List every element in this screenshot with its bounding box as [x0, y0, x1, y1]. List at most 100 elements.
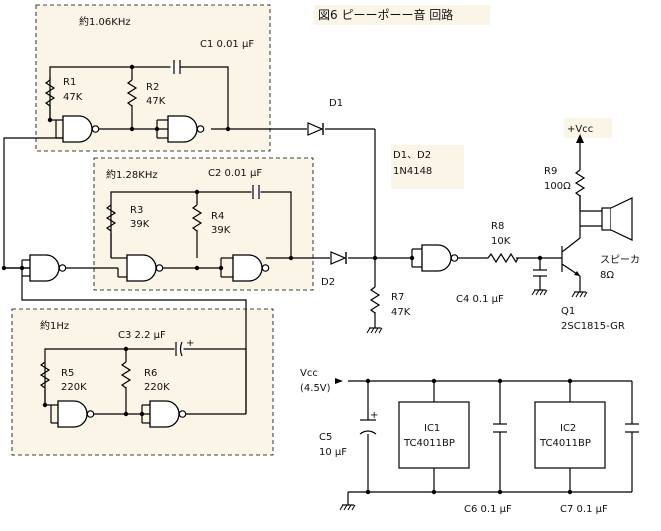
ic1-box	[398, 401, 470, 469]
r7-value: 47K	[391, 307, 411, 318]
junction	[19, 265, 25, 271]
c2-label: C2 0.01 μF	[208, 168, 262, 179]
ground-symbol	[339, 504, 356, 511]
diagram-title: 図6 ピーーポーー音 回路	[318, 7, 453, 22]
diode-d1-symbol	[307, 122, 324, 136]
r5-value: 220K	[61, 382, 87, 393]
ic1-label: IC1	[424, 423, 440, 434]
r2-value: 47K	[146, 96, 166, 107]
q1-label: Q1	[561, 306, 575, 317]
d2-label: D2	[321, 277, 335, 288]
r7-label: R7	[391, 292, 404, 303]
vcc-in-arrow	[335, 378, 343, 384]
junction	[129, 64, 135, 70]
c3-label: C3 2.2 μF	[118, 330, 166, 341]
r9-resistor	[575, 169, 585, 197]
r8-label: R8	[491, 221, 504, 232]
nand-bubble	[58, 264, 67, 272]
r9-label: R9	[544, 166, 557, 177]
junction	[372, 255, 378, 261]
ground-symbol	[571, 291, 588, 298]
diodes-value: 1N4148	[393, 166, 432, 177]
r6-value: 220K	[144, 382, 170, 393]
r1-label: R1	[63, 77, 76, 88]
r3-value: 39K	[130, 219, 150, 230]
block2-freq: 約1.28KHz	[106, 168, 158, 181]
d1-label: D1	[329, 98, 343, 109]
diodes-name: D1、D2	[393, 150, 431, 161]
oscillator-block-3	[11, 308, 274, 456]
vcc-voltage: (4.5V)	[300, 383, 331, 394]
nand-gate-buffer	[421, 244, 459, 272]
speaker-label: スピーカ	[600, 254, 640, 266]
junction	[218, 265, 224, 271]
ground-symbol	[531, 289, 548, 296]
r4-label: R4	[211, 211, 224, 222]
block3-freq: 約1Hz	[40, 319, 69, 332]
r8-value: 10K	[491, 236, 511, 247]
vcc-label-bg	[564, 118, 612, 138]
output-wiring	[411, 143, 602, 292]
r4-value: 39K	[211, 225, 231, 236]
speaker-cone	[610, 197, 633, 241]
block1-freq: 約1.06KHz	[79, 15, 131, 28]
vcc-arrow	[576, 134, 584, 143]
r3-label: R3	[130, 205, 143, 216]
ground-symbol	[366, 327, 383, 334]
r6-label: R6	[144, 368, 157, 379]
r1-value: 47K	[63, 92, 83, 103]
r7-resistor	[370, 286, 380, 314]
c3-plate-b	[179, 341, 183, 357]
diode-note-bg	[391, 145, 464, 189]
c7-label: C7 0.1 μF	[560, 504, 608, 515]
c4-label: C4 0.1 μF	[456, 294, 504, 305]
title-bg	[314, 5, 490, 25]
ic1-value: TC4011BP	[403, 438, 455, 449]
q1-value: 2SC1815-GR	[561, 321, 625, 332]
vcc-label: Vcc	[300, 368, 318, 379]
junction	[537, 255, 543, 261]
speaker-impedance: 8Ω	[600, 270, 614, 281]
vcc-top-label: +Vcc	[567, 124, 593, 135]
junction	[365, 378, 371, 384]
junction	[567, 378, 573, 384]
ic2-label: IC2	[560, 423, 576, 434]
ic2-value: TC4011BP	[539, 438, 591, 449]
c1-label: C1 0.01 μF	[200, 39, 254, 50]
c5-value: 10 μF	[319, 447, 347, 458]
junction	[288, 255, 294, 261]
junction	[154, 126, 160, 132]
q1-emitter-arrow	[574, 271, 580, 276]
r8-resistor	[487, 252, 519, 264]
power-rails	[347, 380, 633, 505]
c5-label: C5	[319, 432, 332, 443]
r2-label: R2	[146, 82, 159, 93]
junction	[1, 265, 7, 271]
junction	[497, 489, 503, 495]
c5-plate-b	[359, 430, 377, 435]
junction	[42, 402, 48, 408]
c6-label: C6 0.1 μF	[464, 504, 512, 515]
junction	[431, 378, 437, 384]
junction	[365, 489, 371, 495]
junction	[123, 411, 129, 417]
junction	[123, 346, 129, 352]
r5-label: R5	[61, 368, 74, 379]
junction	[497, 378, 503, 384]
nand-gate-gating	[29, 254, 60, 282]
diode-d2-symbol	[330, 251, 347, 265]
junction	[194, 265, 200, 271]
junction	[225, 126, 231, 132]
ic2-box	[534, 401, 606, 469]
junction	[567, 489, 573, 495]
junction	[409, 255, 415, 261]
junction	[431, 489, 437, 495]
junction	[139, 411, 145, 417]
junction	[194, 189, 200, 195]
r9-value: 100Ω	[544, 181, 571, 192]
c3-polarity: +	[186, 338, 194, 349]
c5-polarity: +	[370, 410, 378, 421]
block2-wiring	[87, 129, 412, 328]
